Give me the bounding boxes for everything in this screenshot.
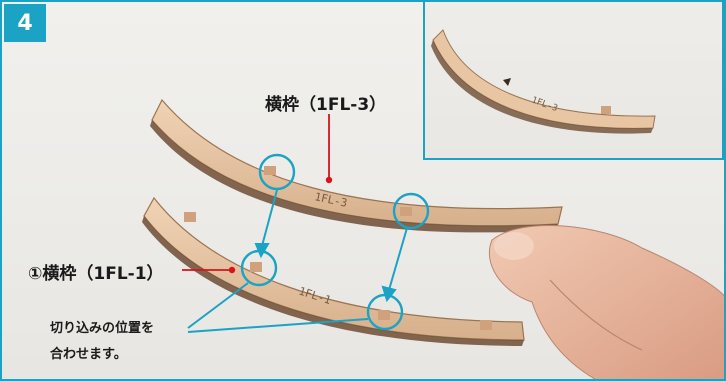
- part-label-1fl-3: 横枠（1FL-3）: [265, 95, 387, 115]
- alignment-note: 切り込みの位置を 合わせます。: [50, 316, 154, 368]
- step-number-badge: 4: [4, 4, 46, 42]
- part-label-1fl-1: ①横枠（1FL-1）: [28, 264, 164, 284]
- upper-arc-part: 1FL-3: [150, 98, 563, 233]
- note-leader-lines: [187, 282, 369, 333]
- alignment-arrows: [254, 189, 408, 303]
- callout-circle-upper-right: [392, 192, 430, 230]
- inset-photo: 1FL-3: [423, 2, 724, 160]
- hand-image: [488, 225, 724, 379]
- inset-arc-image: 1FL-3: [431, 29, 656, 134]
- label-leader-lines: [182, 114, 330, 271]
- callout-circle-upper-left: [258, 153, 296, 191]
- alignment-note-line-1: 切り込みの位置を: [50, 321, 155, 336]
- alignment-note-line-2: 合わせます。: [50, 347, 127, 362]
